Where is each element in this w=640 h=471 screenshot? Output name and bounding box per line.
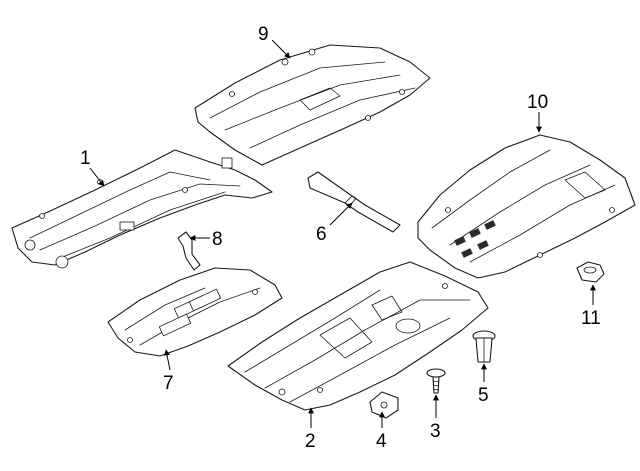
part-6-bracket <box>307 171 401 233</box>
part-10-shield <box>417 134 636 279</box>
leader-lines <box>89 39 596 428</box>
callout-10: 10 <box>527 92 548 113</box>
part-7-shield <box>107 267 283 357</box>
callout-3: 3 <box>430 421 441 442</box>
callout-5: 5 <box>478 385 489 406</box>
callout-6: 6 <box>316 224 327 245</box>
callout-11: 11 <box>581 308 601 329</box>
callouts: 1 2 3 4 5 6 7 8 9 10 11 <box>80 24 601 452</box>
leader-9 <box>271 39 291 59</box>
part-8-clip <box>177 231 201 271</box>
callout-9: 9 <box>258 24 269 45</box>
leader-6 <box>329 202 353 226</box>
callout-4: 4 <box>376 431 387 452</box>
part-2-shield <box>227 261 489 411</box>
part-9-shield <box>194 44 431 166</box>
part-5-rivet <box>472 330 496 363</box>
leader-7 <box>164 349 171 371</box>
leader-1 <box>89 167 105 187</box>
part-11-nut <box>576 261 605 283</box>
callout-7: 7 <box>163 373 174 394</box>
callout-1: 1 <box>80 148 91 169</box>
part-4-clip <box>369 391 399 419</box>
callout-2: 2 <box>305 431 316 452</box>
part-1-shield <box>11 149 273 269</box>
callout-8: 8 <box>212 229 223 250</box>
part-3-screw <box>426 368 446 394</box>
